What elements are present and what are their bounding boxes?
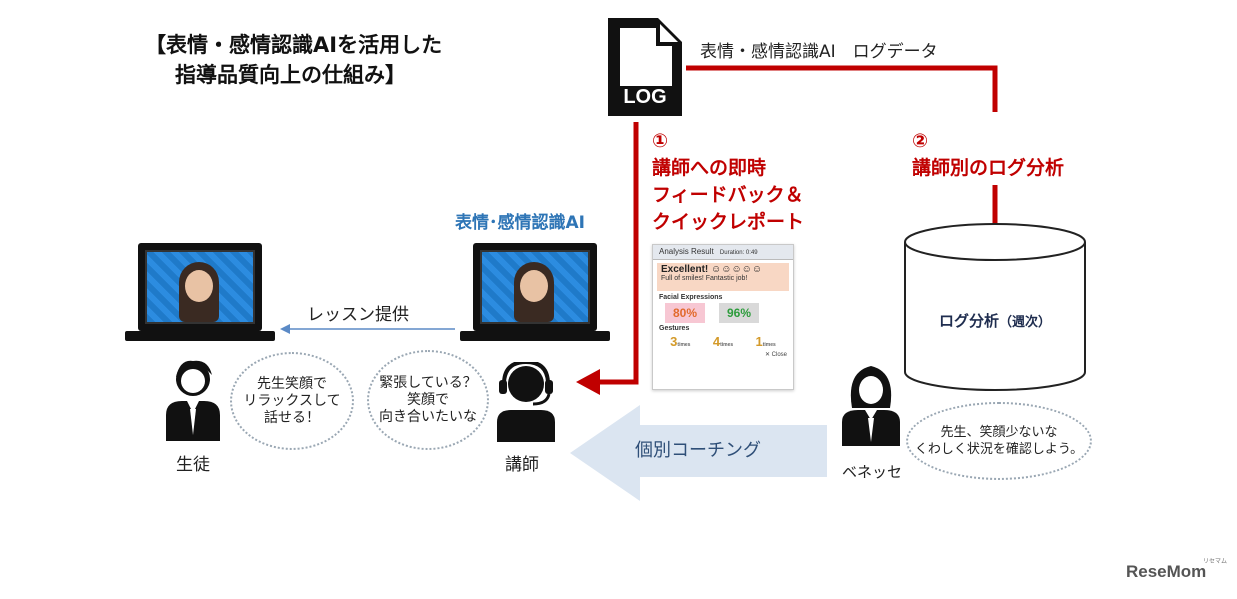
title-line-2: 指導品質向上の仕組み】	[175, 63, 406, 87]
log-file-icon	[608, 18, 682, 116]
db-label-sub: （週次）	[999, 315, 1052, 330]
report-close-label: Close	[771, 352, 787, 358]
student-bubble-line-1: 先生笑顔で	[257, 375, 327, 392]
report-gesture-unit-2: times	[720, 342, 734, 348]
report-gesture-value-1: 3	[670, 334, 678, 349]
report-facial-value-1: 80%	[665, 303, 705, 323]
teacher-speech-bubble: 緊張している？ 笑顔で 向き合いたいな	[367, 350, 489, 450]
teacher-laptop-screen	[480, 250, 590, 324]
report-close-button[interactable]: ✕ Close	[764, 352, 787, 358]
teacher-bubble-line-1: 緊張している？	[379, 374, 477, 391]
report-rating-icons: ☺☺☺☺☺	[711, 264, 763, 275]
title-line-1: 【表情・感情認識AIを活用した	[145, 33, 443, 57]
benesse-label: ベネッセ	[842, 463, 903, 481]
report-gesture-unit-1: times	[677, 342, 691, 348]
student-speech-bubble: 先生笑顔で リラックスして 話せる！	[230, 352, 354, 450]
report-gesture-value-3: 1	[755, 334, 763, 349]
report-gestures-values: 3times 4times 1times	[653, 332, 793, 351]
report-rating: Excellent!	[661, 264, 709, 275]
db-label: ログ分析（週次）	[905, 310, 1085, 331]
teacher-screen-face	[520, 270, 548, 302]
log-data-label: 表情・感情認識AI ログデータ	[700, 42, 938, 62]
step2-number: ②	[912, 130, 929, 152]
log-to-analysis-line	[686, 65, 998, 112]
teacher-bubble-line-2: 笑顔で	[407, 391, 449, 408]
report-gesture-unit-3: times	[762, 342, 776, 348]
coaching-label: 個別コーチング	[635, 440, 761, 461]
resemom-watermark-kana: リセマム	[1203, 558, 1228, 565]
log-icon-label: LOG	[623, 86, 667, 108]
report-gestures-label: Gestures	[659, 325, 690, 332]
student-bubble-line-3: 話せる！	[264, 409, 320, 426]
analysis-report-card: Analysis Result Duration: 0:49 Excellent…	[652, 244, 794, 390]
step1-line-2: フィードバック＆	[652, 184, 804, 206]
report-header-title: Analysis Result	[659, 247, 714, 256]
diagram-title: 【表情・感情認識AIを活用した 指導品質向上の仕組み】	[145, 30, 442, 90]
student-label: 生徒	[176, 455, 210, 475]
teacher-bubble-line-3: 向き合いたいな	[379, 408, 477, 425]
ai-label: 表情･感情認識AI	[455, 213, 585, 233]
student-person-icon	[166, 360, 220, 441]
report-comment: Full of smiles! Fantastic job!	[661, 275, 748, 282]
step2-text: 講師別のログ分析	[912, 157, 1065, 179]
benesse-bubble-line-2: くわしく状況を確認しよう。	[914, 442, 1084, 457]
report-rating-box: Excellent! ☺☺☺☺☺ Full of smiles! Fantast…	[657, 263, 789, 291]
feedback-line	[598, 122, 639, 385]
report-duration: Duration: 0:49	[719, 250, 758, 256]
step2-label: ② 講師別のログ分析	[912, 128, 1064, 182]
teacher-headset-icon	[497, 362, 555, 442]
student-laptop-base	[125, 331, 275, 341]
feedback-arrowhead	[576, 369, 600, 395]
step1-number: ①	[652, 130, 669, 152]
teacher-label: 講師	[505, 455, 539, 475]
db-label-main: ログ分析	[938, 312, 999, 330]
report-facial-value-2: 96%	[719, 303, 759, 323]
benesse-speech-bubble: 先生、笑顔少ないな くわしく状況を確認しよう。	[906, 402, 1092, 480]
student-laptop	[138, 243, 262, 331]
student-laptop-screen	[145, 250, 255, 324]
teacher-laptop	[473, 243, 597, 331]
student-bubble-line-2: リラックスして	[243, 392, 341, 409]
benesse-person-icon	[842, 366, 900, 446]
log-database-cylinder	[904, 223, 1086, 391]
step1-line-3: クイックレポート	[652, 211, 805, 233]
resemom-watermark: ReseMom	[1126, 562, 1207, 581]
step1-label: ① 講師への即時 フィードバック＆ クイックレポート	[652, 128, 804, 236]
step1-line-1: 講師への即時	[652, 157, 767, 179]
report-facial-values: 80% 96%	[653, 301, 793, 325]
report-header: Analysis Result Duration: 0:49	[653, 245, 793, 260]
teacher-laptop-base	[460, 331, 610, 341]
report-facial-label: Facial Expressions	[659, 294, 723, 301]
coaching-arrow	[570, 405, 827, 501]
lesson-label: レッスン提供	[307, 305, 409, 325]
report-gesture-value-2: 4	[712, 334, 721, 349]
lesson-arrowhead	[280, 324, 290, 334]
student-screen-face	[185, 270, 213, 302]
benesse-bubble-line-1: 先生、笑顔少ないな	[940, 425, 1058, 440]
